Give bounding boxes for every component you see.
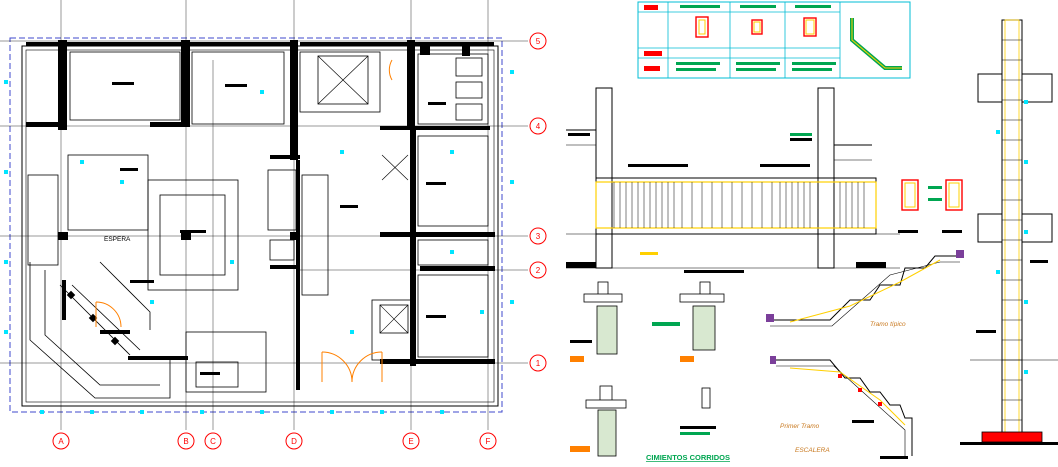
plan-inner-wall [25,49,495,403]
axis-bubble-d: D [285,432,303,450]
axis-bubble-5: 5 [529,32,547,50]
column-axis-bubbles: A B C D E F [52,432,497,450]
room-label-espera: ESPERA [104,236,131,243]
axis-bubble-4: 4 [529,117,547,135]
svg-text:D: D [291,437,297,446]
shaft-crosses [317,55,409,334]
axis-bubble-f: F [479,432,497,450]
svg-text:5: 5 [536,37,541,46]
footing-title: CIMIENTOS CORRIDOS [646,453,730,462]
svg-text:4: 4 [536,122,541,131]
svg-text:F: F [486,437,491,446]
plan-boundary [9,37,503,413]
plan-text-marks [112,45,470,375]
door-swings [95,59,393,383]
footing-4 [680,387,716,435]
axis-bubble-a: A [52,432,70,450]
svg-text:B: B [183,437,188,446]
label-escalera: ESCALERA [795,447,830,454]
beam-section-2 [945,179,963,211]
svg-text:1: 1 [536,359,541,368]
stirrups [613,182,865,228]
ramp-blocks [66,290,120,346]
room-outlines [27,51,489,393]
floor-plan: ESPERA A B C D E F 5 4 3 2 1 [0,0,547,450]
svg-text:C: C [210,437,216,446]
footing-2 [652,281,725,362]
row-axis-bubbles: 5 4 3 2 1 [529,32,547,372]
axis-bubble-3: 3 [529,227,547,245]
footing-1 [570,281,623,362]
axis-bubble-1: 1 [529,354,547,372]
axis-bubble-e: E [402,432,420,450]
stair-typical-upper [770,255,960,321]
svg-text:2: 2 [536,266,541,275]
axis-bubble-c: C [204,432,222,450]
label-primer-tramo: Primer Tramo [780,423,820,430]
dimension-markers [4,70,514,414]
axis-bubble-2: 2 [529,261,547,279]
svg-text:A: A [58,437,64,446]
svg-text:E: E [408,437,413,446]
stair-details: Tramo típico Primer Tramo ESCALERA [766,250,964,459]
label-tramo-tipico: Tramo típico [870,321,906,328]
beam-section-1 [901,179,919,211]
svg-text:3: 3 [536,232,541,241]
structural-walls [26,40,495,390]
door-leaves [95,302,383,382]
footing-3 [570,385,627,457]
column-elevation [960,19,1058,445]
footing-details: CIMIENTOS CORRIDOS [570,281,730,462]
column-schedule-table [637,1,911,79]
axis-bubble-b: B [177,432,195,450]
beam-elevation [566,87,963,273]
